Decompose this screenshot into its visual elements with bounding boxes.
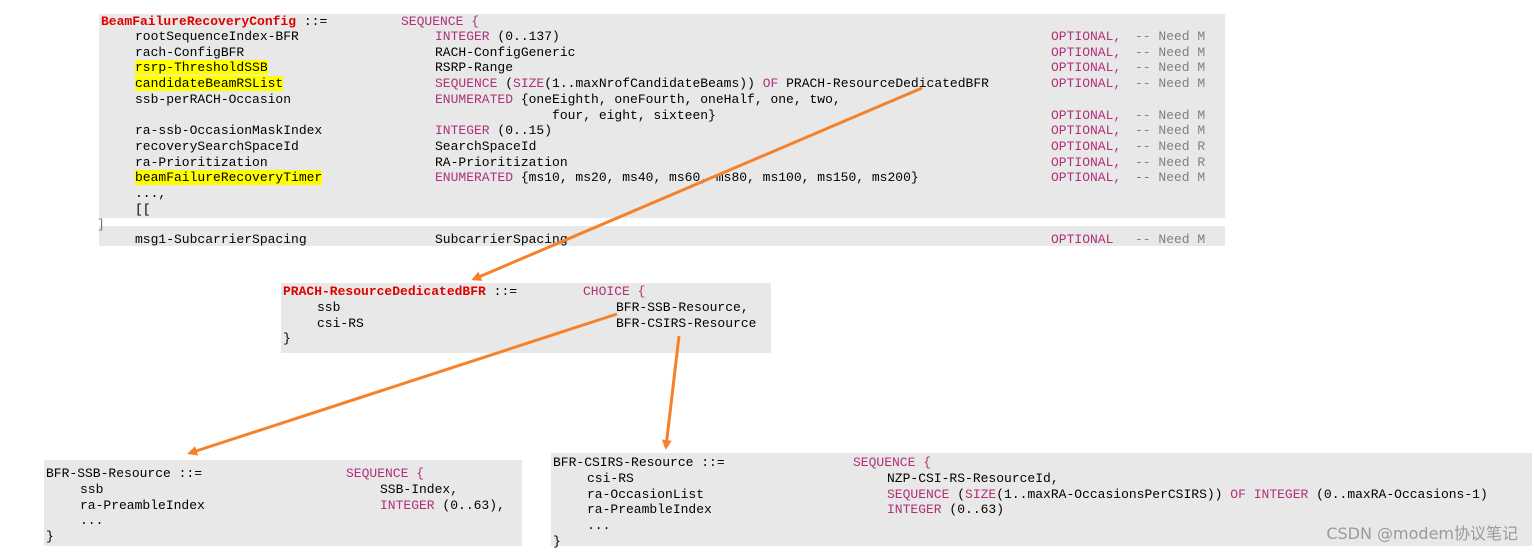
block1-row-need: -- Need M — [1135, 170, 1206, 186]
block2-type: CHOICE { — [583, 284, 646, 299]
block4-row-name: ra-PreambleIndex — [587, 502, 712, 518]
block1-row-name: candidateBeamRSList — [135, 76, 284, 92]
block1-row-optional: OPTIONAL, — [1051, 138, 1122, 154]
block3-row-type: SSB-Index, — [380, 482, 459, 497]
block4-row-name: ra-OccasionList — [587, 486, 705, 502]
block1-row-name: ..., — [135, 186, 167, 201]
block1-extra-type: SubcarrierSpacing — [435, 232, 568, 247]
block1-row-name: ra-ssb-OccasionMaskIndex — [135, 123, 323, 139]
block2-assign: ::= — [493, 284, 518, 299]
block2-row-name: ssb — [317, 300, 341, 315]
block3-row-name: ... — [80, 513, 104, 529]
block1-header: BeamFailureRecoveryConfig ::= — [101, 14, 327, 29]
block1-row-need: -- Need M — [1135, 107, 1206, 123]
block1-row-optional: OPTIONAL, — [1051, 123, 1122, 139]
block1-row-need: -- Need M — [1135, 44, 1206, 60]
bfr-csirs-resource-panel — [551, 453, 1532, 546]
block1-close: ] — [97, 217, 105, 232]
block3-row-name: ssb — [80, 482, 104, 497]
block1-row-type: RSRP-Range — [435, 60, 514, 76]
block3-type: SEQUENCE { — [346, 466, 425, 481]
block1-row-optional: OPTIONAL, — [1051, 107, 1122, 123]
block4-title: BFR-CSIRS-Resource ::= — [553, 455, 725, 470]
block2-close: } — [283, 331, 291, 346]
block1-row-optional: OPTIONAL, — [1051, 170, 1122, 186]
block2-row-type: BFR-CSIRS-Resource — [616, 316, 757, 331]
block1-row-name: beamFailureRecoveryTimer — [135, 170, 323, 186]
block1-extra-need: -- Need M — [1135, 232, 1206, 247]
block1-row-name: recoverySearchSpaceId — [135, 138, 299, 154]
block1-row-type: RACH-ConfigGeneric — [435, 44, 576, 60]
block1-row-need: -- Need R — [1135, 154, 1206, 170]
block1-row-type: four, eight, sixteen} — [435, 107, 716, 123]
block1-row-name: ra-Prioritization — [135, 154, 268, 170]
block1-extra-opt: OPTIONAL — [1051, 232, 1114, 247]
block1-title: BeamFailureRecoveryConfig — [101, 14, 297, 29]
block1-row-need: -- Need R — [1135, 138, 1206, 154]
panel-gap — [99, 218, 1225, 226]
block1-row-type: INTEGER (0..137) — [435, 29, 560, 44]
block2-row-name: csi-RS — [317, 316, 364, 331]
block1-row-name: rach-ConfigBFR — [135, 44, 245, 60]
watermark: CSDN @modem协议笔记 — [1326, 524, 1518, 543]
block1-row-need: -- Need M — [1135, 123, 1206, 139]
block2-header: PRACH-ResourceDedicatedBFR ::= — [283, 284, 517, 299]
block1-row-name: [[ — [135, 201, 151, 217]
block1-row-name: ssb-perRACH-Occasion — [135, 91, 292, 107]
block3-title: BFR-SSB-Resource ::= — [46, 466, 203, 481]
block4-type: SEQUENCE { — [853, 455, 932, 470]
block1-row-type: SearchSpaceId — [435, 138, 537, 154]
block4-row-name: csi-RS — [587, 471, 634, 486]
block1-row-type: ENUMERATED {ms10, ms20, ms40, ms60, ms80… — [435, 170, 919, 186]
block1-row-optional: OPTIONAL, — [1051, 76, 1122, 92]
block1-row-need: -- Need M — [1135, 60, 1206, 76]
block1-row-optional: OPTIONAL, — [1051, 44, 1122, 60]
block1-row-optional: OPTIONAL, — [1051, 154, 1122, 170]
block1-extra-name: msg1-SubcarrierSpacing — [135, 232, 307, 247]
bfr-ssb-resource-panel — [44, 460, 522, 546]
block1-row-type: SEQUENCE (SIZE(1..maxNrofCandidateBeams)… — [435, 76, 989, 92]
block1-row-need: -- Need M — [1135, 76, 1206, 92]
block3-row-type: INTEGER (0..63), — [380, 497, 505, 513]
block1-row-type: ENUMERATED {oneEighth, oneFourth, oneHal… — [435, 91, 841, 107]
block2-title: PRACH-ResourceDedicatedBFR — [283, 284, 486, 299]
block4-row-type: INTEGER (0..63) — [887, 502, 1005, 518]
block1-row-optional: OPTIONAL, — [1051, 29, 1122, 44]
block1-row-type: RA-Prioritization — [435, 154, 568, 170]
block3-close: } — [46, 529, 54, 544]
block4-close: } — [553, 534, 561, 549]
block3-row-name: ra-PreambleIndex — [80, 497, 205, 513]
block4-row-name: ... — [587, 518, 611, 534]
block1-row-type: INTEGER (0..15) — [435, 123, 553, 139]
block1-row-name: rsrp-ThresholdSSB — [135, 60, 268, 76]
block2-row-type: BFR-SSB-Resource, — [616, 300, 749, 315]
block1-type: SEQUENCE { — [401, 14, 480, 29]
block1-assign: ::= — [303, 14, 328, 29]
block1-row-need: -- Need M — [1135, 29, 1206, 44]
block1-row-name: rootSequenceIndex-BFR — [135, 29, 299, 44]
block4-row-type: SEQUENCE (SIZE(1..maxRA-OccasionsPerCSIR… — [887, 486, 1488, 502]
block4-row-type: NZP-CSI-RS-ResourceId, — [887, 471, 1059, 486]
block1-row-optional: OPTIONAL, — [1051, 60, 1122, 76]
